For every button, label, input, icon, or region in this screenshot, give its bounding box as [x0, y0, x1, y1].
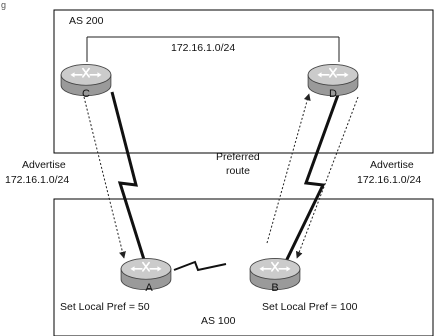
network-label: 172.16.1.0/24: [171, 42, 235, 54]
router-b-label: B: [271, 282, 278, 294]
router-b-note: Set Local Pref = 100: [262, 301, 358, 313]
router-b: B: [249, 257, 301, 294]
router-a: A: [120, 257, 172, 294]
router-d: D: [307, 63, 359, 100]
advertise-left-line2: 172.16.1.0/24: [5, 174, 69, 186]
as-100-label: AS 100: [201, 315, 236, 327]
advertise-right-line1: Advertise: [370, 159, 414, 171]
preferred-label-line2: route: [226, 165, 250, 177]
router-c-label: C: [82, 88, 90, 100]
advertise-left-line1: Advertise: [22, 159, 66, 171]
router-d-label: D: [329, 88, 337, 100]
preferred-label-line1: Preferred: [216, 151, 260, 163]
preferred-route-arrow: [266, 93, 311, 244]
router-a-note: Set Local Pref = 50: [60, 301, 150, 313]
figure-label: g: [1, 0, 6, 10]
advertise-arrow-d-to-b: [295, 96, 359, 259]
router-a-label: A: [145, 282, 153, 294]
serial-link-c-a: [110, 91, 153, 283]
as-200-box: [53, 9, 434, 154]
serial-link-a-b: [173, 260, 227, 272]
serial-link-d-b: [274, 91, 341, 283]
advertise-right-line2: 172.16.1.0/24: [357, 174, 421, 186]
as-100-box: [53, 198, 434, 336]
as-200-label: AS 200: [69, 15, 104, 27]
router-c: C: [60, 63, 112, 100]
